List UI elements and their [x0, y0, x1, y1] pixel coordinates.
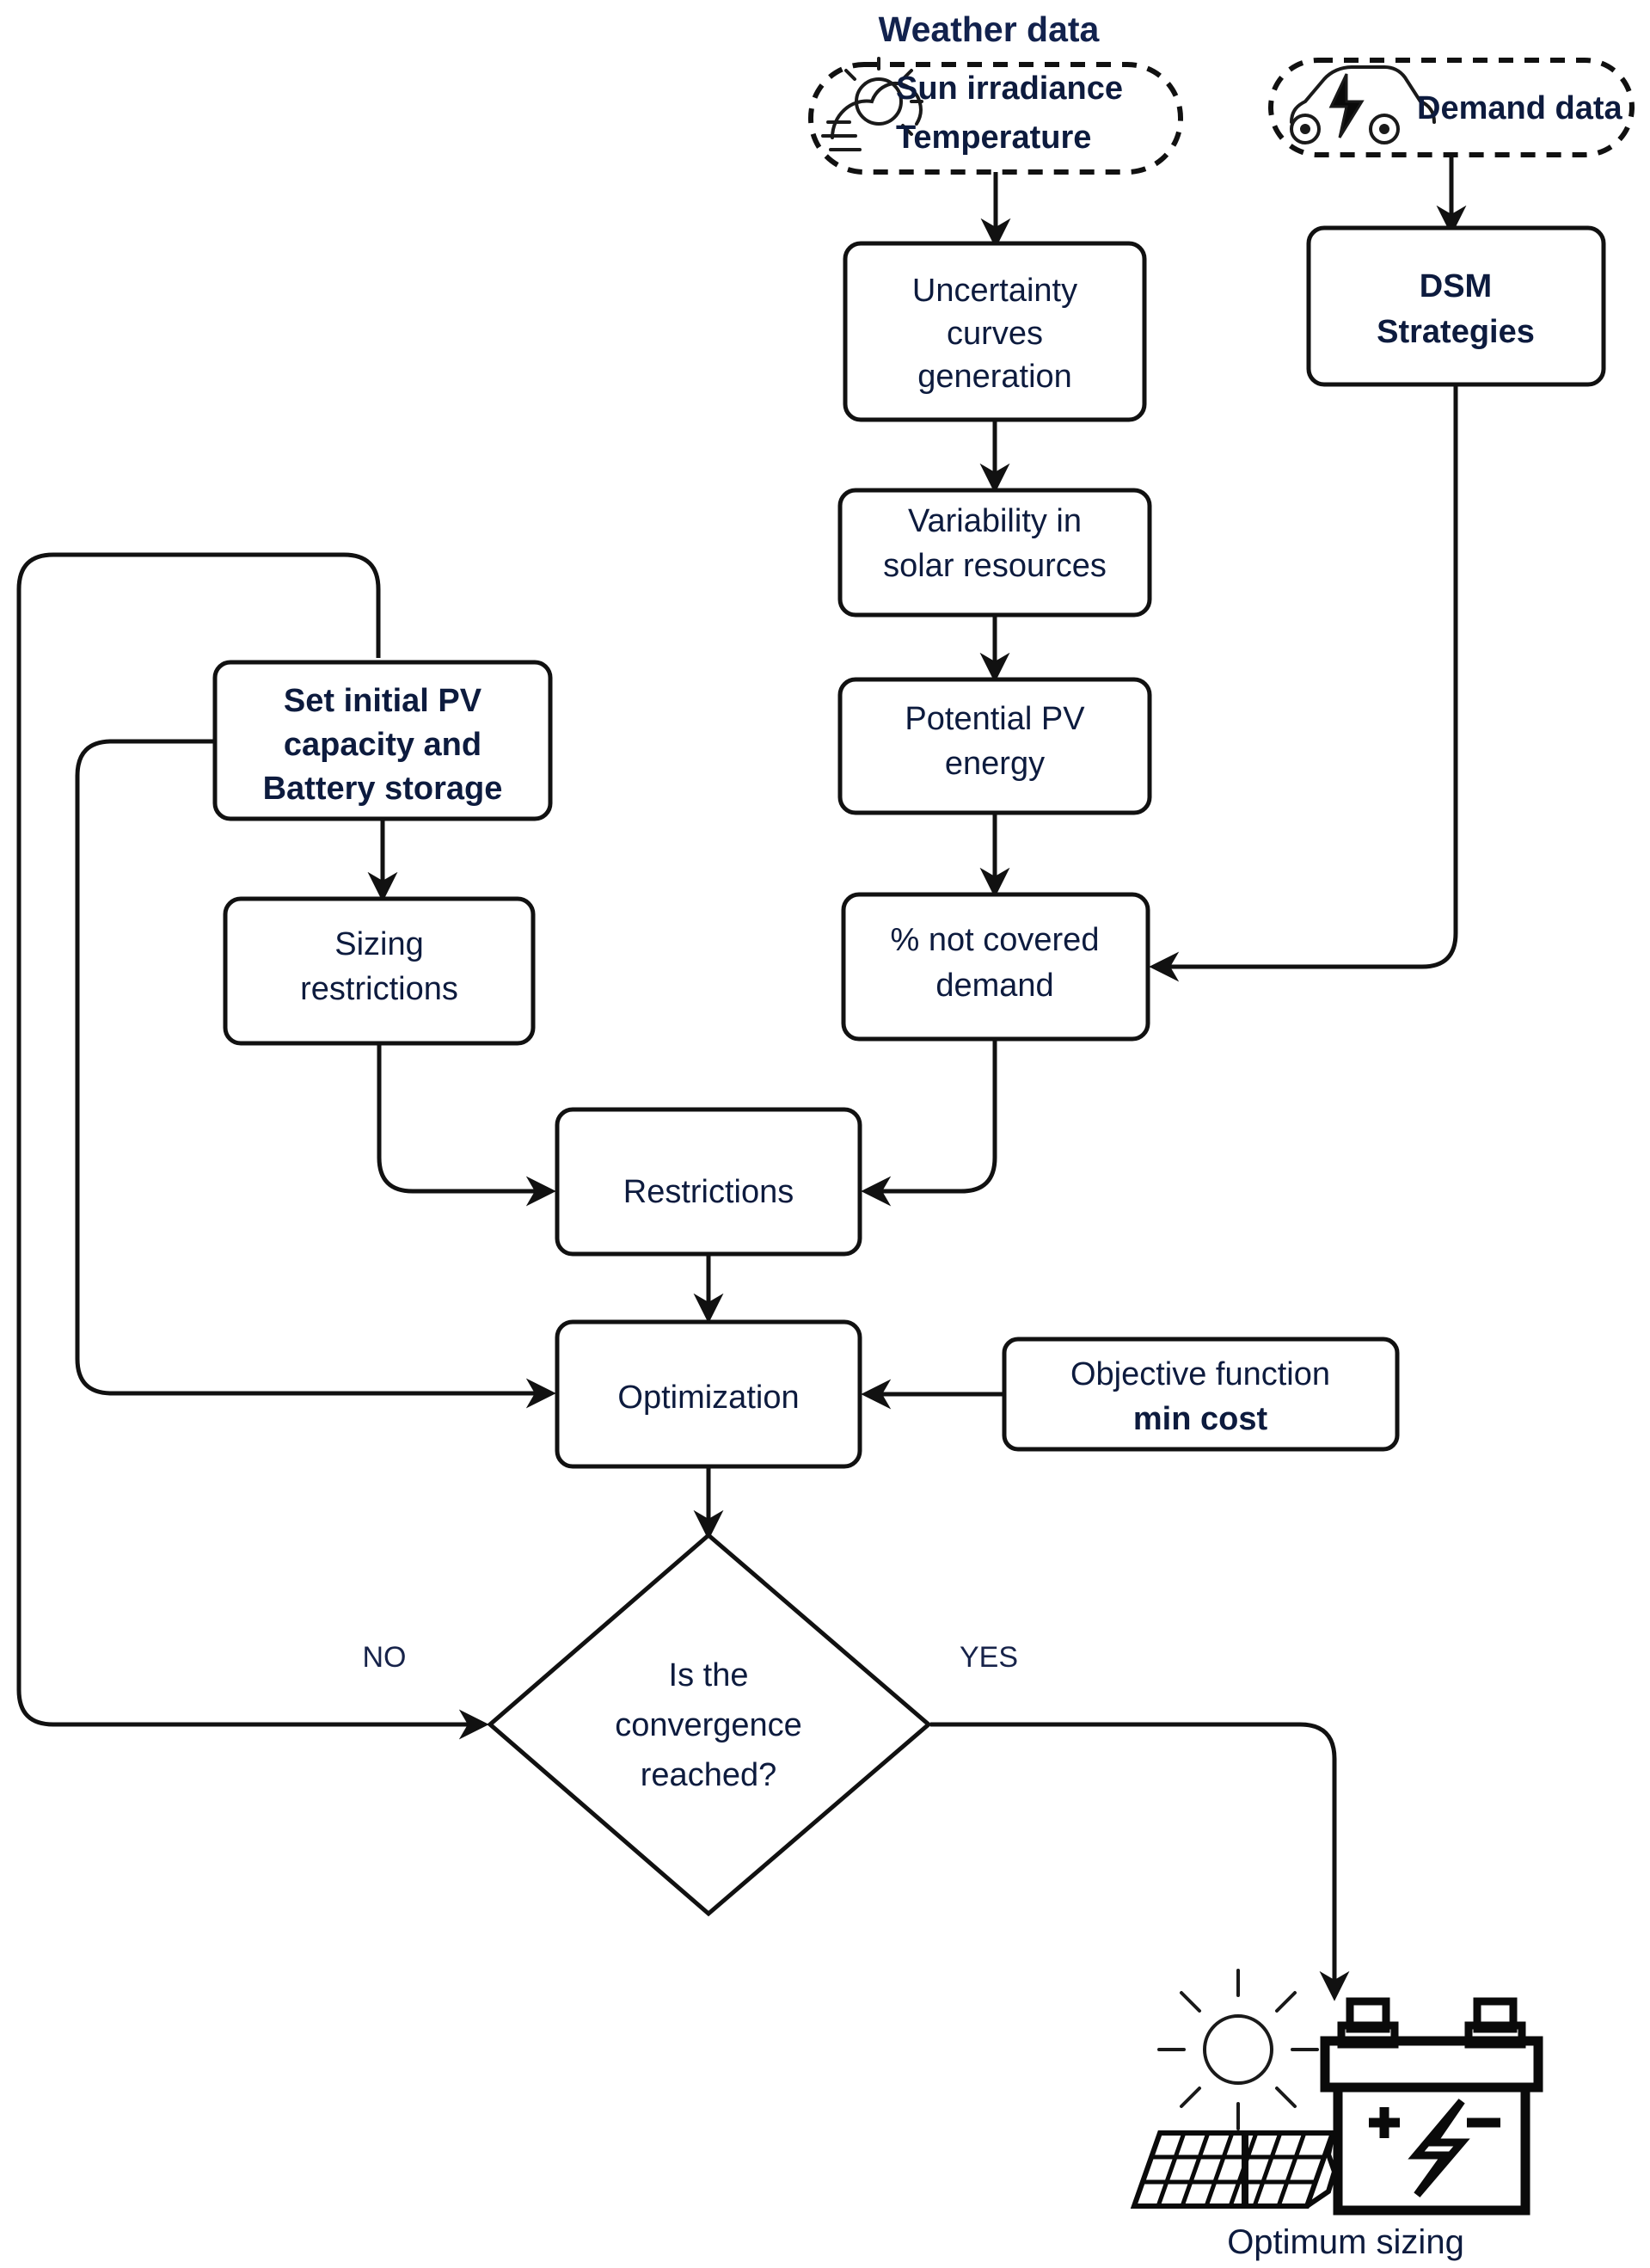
sizing-line-1: Sizing [334, 926, 424, 962]
weather-input-node[interactable]: Sun irradiance Temperature [808, 57, 1183, 175]
convergence-decision-shape [487, 1532, 932, 1917]
objective-line-1: Objective function [1070, 1356, 1330, 1392]
sun-cloud-icon [821, 57, 923, 151]
objective-line-2: min cost [1133, 1401, 1268, 1437]
dsm-line-2: Strategies [1377, 314, 1535, 350]
node-potential-pv-energy[interactable]: Potential PV energy [837, 677, 1152, 815]
demand-input-line1: Demand data [1417, 90, 1622, 126]
restrictions-label: Restrictions [623, 1174, 794, 1210]
variability-line-1: Variability in [908, 503, 1082, 539]
node-restrictions[interactable]: Restrictions [555, 1107, 862, 1257]
edge-inner-feedback-loop [75, 739, 556, 1409]
node-objective-function[interactable]: Objective function min cost [1002, 1337, 1400, 1452]
optimization-label: Optimization [617, 1380, 799, 1416]
notcovered-line-2: demand [935, 968, 1053, 1004]
weather-input-shape [808, 62, 1183, 175]
node-variability-in-solar-resources[interactable]: Variability in solar resources [837, 488, 1152, 618]
edge-sizing-to-restrictions [377, 1043, 556, 1207]
electric-car-icon [1290, 65, 1436, 144]
dsm-line-1: DSM [1420, 268, 1492, 304]
sizing-line-2: restrictions [300, 971, 458, 1007]
output-group: Optimum sizing [1130, 1969, 1543, 2261]
potential-line-1: Potential PV [905, 701, 1085, 737]
output-caption: Optimum sizing [1227, 2223, 1464, 2261]
setinitial-line-1: Set initial PV [284, 683, 482, 719]
node-percent-not-covered-demand[interactable]: % not covered demand [841, 892, 1150, 1042]
edge-yes-to-output [930, 1722, 1350, 2001]
solar-panel-icon [1130, 2130, 1338, 2209]
decision-line-3: reached? [641, 1757, 776, 1793]
demand-input-node[interactable]: Demand data [1268, 58, 1635, 157]
battery-icon [1320, 1997, 1543, 2216]
edge-label-no: NO [363, 1641, 407, 1674]
percent-not-covered-demand-shape [841, 892, 1150, 1042]
uncertainty-line-1: Uncertainty [912, 273, 1077, 309]
node-set-initial-pv-capacity-and-battery-storage[interactable]: Set initial PV capacity and Battery stor… [212, 660, 553, 821]
decision-line-1: Is the [669, 1657, 749, 1693]
setinitial-line-3: Battery storage [263, 771, 503, 807]
edge-dsm-to-notcovered [1149, 384, 1458, 982]
dsm-strategies-shape [1306, 225, 1606, 387]
sun-icon [1157, 1969, 1319, 2130]
uncertainty-line-3: generation [917, 359, 1072, 395]
edge-notcovered-to-restrictions [861, 1039, 997, 1207]
node-convergence-decision[interactable]: Is the convergence reached? [487, 1532, 932, 1917]
node-sizing-restrictions[interactable]: Sizing restrictions [223, 896, 536, 1046]
node-uncertainty-curves-generation[interactable]: Uncertainty curves generation [843, 241, 1147, 422]
notcovered-line-1: % not covered [891, 922, 1100, 958]
weather-input-line1: Sun irradiance [896, 71, 1123, 107]
edge-label-yes: YES [960, 1641, 1018, 1674]
variability-line-2: solar resources [883, 548, 1107, 584]
node-optimization[interactable]: Optimization [555, 1319, 862, 1469]
uncertainty-line-2: curves [947, 316, 1043, 352]
node-dsm-strategies[interactable]: DSM Strategies [1306, 225, 1606, 387]
setinitial-line-2: capacity and [284, 727, 482, 763]
weather-input-line2: Temperature [896, 120, 1091, 156]
weather-data-header: Weather data [879, 9, 1101, 49]
edge-no-feedback-loop [16, 552, 489, 1740]
decision-line-2: convergence [615, 1707, 802, 1743]
potential-line-2: energy [945, 746, 1045, 782]
